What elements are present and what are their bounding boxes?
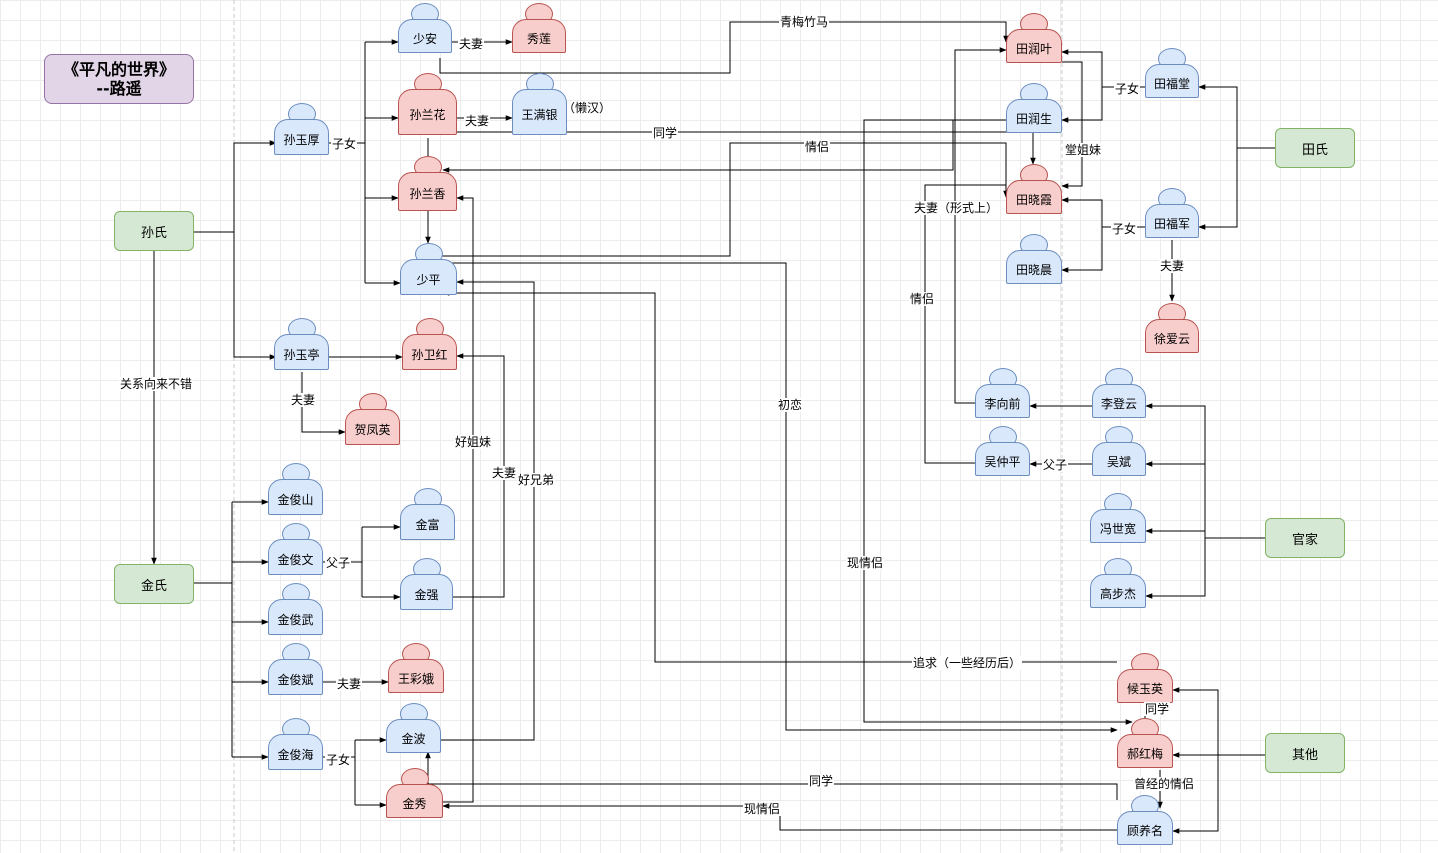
edges <box>151 21 1275 834</box>
person-gaobujie[interactable]: 高步杰 <box>1090 558 1146 608</box>
person-xiaoxia[interactable]: 田晓霞 <box>1006 164 1062 214</box>
edge-label-cengjing: 曾经的情侣 <box>1133 777 1196 791</box>
person-wangcaie[interactable]: 王彩娥 <box>388 643 444 693</box>
person-guyangming[interactable]: 顾养名 <box>1117 795 1173 845</box>
person-dengyun[interactable]: 李登云 <box>1092 368 1146 418</box>
person-wangmanyin[interactable]: 王满银 <box>512 73 567 135</box>
person-fengshikuan[interactable]: 冯世宽 <box>1090 493 1146 543</box>
edge-label-qinglv-zhongping: 情侣 <box>909 292 936 306</box>
person-aiyun[interactable]: 徐爱云 <box>1145 303 1199 353</box>
person-junhai[interactable]: 金俊海 <box>268 718 323 770</box>
edge-label-fuqi-lanhua: 夫妻 <box>464 114 491 128</box>
edge-label-fuqi-xingshi: 夫妻（形式上） <box>913 201 1000 215</box>
person-houyuying[interactable]: 候玉英 <box>1117 653 1173 703</box>
person-jinfu[interactable]: 金富 <box>400 488 455 540</box>
person-fujun[interactable]: 田福军 <box>1145 188 1199 238</box>
edge-label-fuqi-fujun: 夫妻 <box>1159 259 1186 273</box>
edge-label-chulian: 初恋 <box>777 398 804 412</box>
person-fengying[interactable]: 贺凤英 <box>345 393 400 445</box>
person-xiaochen[interactable]: 田晓晨 <box>1006 234 1062 284</box>
edge-label-tangjiemei: 堂姐妹 <box>1064 143 1103 157</box>
person-junwu[interactable]: 金俊武 <box>268 583 323 635</box>
edge-label-zinv-yuhou: 子女 <box>331 137 358 151</box>
person-zhongping[interactable]: 吴仲平 <box>975 426 1030 476</box>
person-yuting[interactable]: 孙玉亭 <box>274 318 329 370</box>
person-weihong[interactable]: 孙卫红 <box>402 318 457 370</box>
edge-label-guanxi: 关系向来不错 <box>119 377 194 391</box>
swimlane-dividers <box>233 0 1063 853</box>
edge-label-zinv-junhai: 子女 <box>325 753 352 767</box>
clan-other[interactable]: 其他 <box>1265 733 1345 773</box>
edge-label-haoxiongdi: 好兄弟 <box>517 473 556 487</box>
title-line-2: --路遥 <box>96 79 142 98</box>
person-lanhua[interactable]: 孙兰花 <box>398 73 457 135</box>
person-xiulian[interactable]: 秀莲 <box>512 3 566 53</box>
clan-guan[interactable]: 官家 <box>1265 518 1345 558</box>
edge-label-zhuiqiu: 追求（一些经历后） <box>912 656 1023 670</box>
edge-label-tongxue-guyangming: 同学 <box>808 774 835 788</box>
person-futang[interactable]: 田福堂 <box>1145 48 1199 98</box>
edge-label-tongxue-houyuying: 同学 <box>1144 702 1171 716</box>
person-shaoping[interactable]: 少平 <box>400 243 457 295</box>
edge-label-zinv-futang: 子女 <box>1114 82 1141 96</box>
person-runsheng[interactable]: 田润生 <box>1006 83 1062 133</box>
edge-label-fuzi-wubin: 父子 <box>1042 458 1069 472</box>
edge-label-fuqi-jinqiang: 夫妻 <box>491 466 518 480</box>
edge-label-qinglv-shaoping: 情侣 <box>804 140 831 154</box>
person-runye[interactable]: 田润叶 <box>1006 13 1062 63</box>
edge-label-lanhan: （懒汉） <box>563 101 612 115</box>
edge-label-zinv-fujun: 子女 <box>1111 222 1138 236</box>
person-jinbo[interactable]: 金波 <box>386 703 441 753</box>
edge-label-tongxue-lanhua: 同学 <box>652 126 679 140</box>
person-junbin[interactable]: 金俊斌 <box>268 643 323 695</box>
edge-label-fuqi-shaoan: 夫妻 <box>458 37 485 51</box>
clan-tian[interactable]: 田氏 <box>1275 128 1355 168</box>
edge-label-qingmei: 青梅竹马 <box>779 15 830 29</box>
person-junwen[interactable]: 金俊文 <box>268 523 323 575</box>
diagram-title: 《平凡的世界》 --路遥 <box>44 54 194 104</box>
clan-sun[interactable]: 孙氏 <box>114 211 194 251</box>
edge-label-fuzi-junwen: 父子 <box>325 556 352 570</box>
person-haohongmei[interactable]: 郝红梅 <box>1117 718 1173 768</box>
person-jinqiang[interactable]: 金强 <box>400 558 453 610</box>
person-jinxiu[interactable]: 金秀 <box>386 768 443 818</box>
person-junshan[interactable]: 金俊山 <box>268 463 323 515</box>
edge-label-haojiemei: 好姐妹 <box>454 435 493 449</box>
clan-jin[interactable]: 金氏 <box>114 564 194 604</box>
title-line-1: 《平凡的世界》 <box>62 60 175 79</box>
edge-label-xianqinglv-runsheng: 现情侣 <box>846 556 885 570</box>
person-lanxiang[interactable]: 孙兰香 <box>398 156 457 211</box>
person-xiangqian[interactable]: 李向前 <box>975 368 1030 418</box>
person-yuhou[interactable]: 孙玉厚 <box>274 103 329 155</box>
edge-label-fuqi-yuting: 夫妻 <box>290 393 317 407</box>
edge-label-xianqinglv-guyangming: 现情侣 <box>743 802 782 816</box>
person-wubin[interactable]: 吴斌 <box>1092 426 1146 476</box>
person-shaoan[interactable]: 少安 <box>398 3 452 53</box>
edge-label-fuqi-junbin: 夫妻 <box>336 677 363 691</box>
